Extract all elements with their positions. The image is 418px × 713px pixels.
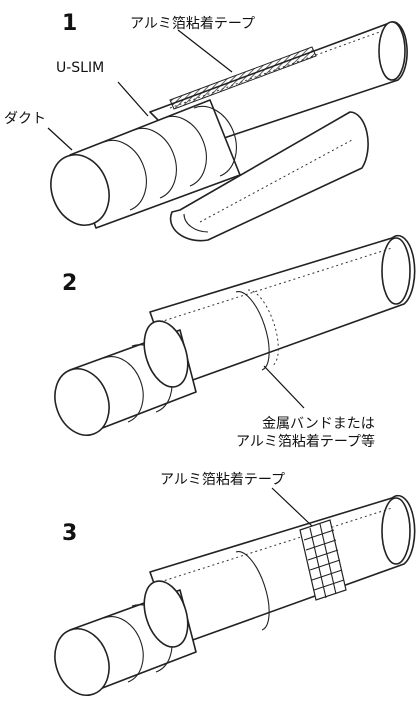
step-2-duct	[54, 320, 197, 436]
step-2-cover	[149, 234, 416, 387]
step-3-cover	[149, 494, 416, 647]
step-1-uslim-label: U-SLIM	[56, 60, 104, 76]
step-2-band-label-line1: 金属バンドまたは	[262, 416, 375, 432]
step-1-tape-strip	[169, 46, 317, 110]
step-1-uslim-shell	[169, 111, 369, 242]
step-1-duct-label: ダクト	[4, 111, 46, 127]
step-2-band-label-line2: アルミ箔粘着テープ等	[236, 433, 375, 450]
step-2-number: 2	[62, 271, 77, 296]
step-1-tape-label: アルミ箔粘着テープ	[130, 16, 255, 32]
step-3-tape-label: アルミ箔粘着テープ	[160, 472, 285, 488]
step-3-tape-band	[299, 519, 347, 601]
step-2: 2 金属バンドまたは アルミ箔粘着テープ等	[54, 234, 416, 450]
step-3-duct	[54, 580, 197, 696]
step-1-duct	[50, 99, 241, 229]
step-1: 1 アルミ箔粘着テープ U-SLIM ダクト	[4, 11, 408, 242]
step-3-number: 3	[62, 521, 77, 546]
step-1-number: 1	[62, 11, 77, 36]
step-3: 3 アルミ箔粘着テープ	[54, 472, 416, 696]
